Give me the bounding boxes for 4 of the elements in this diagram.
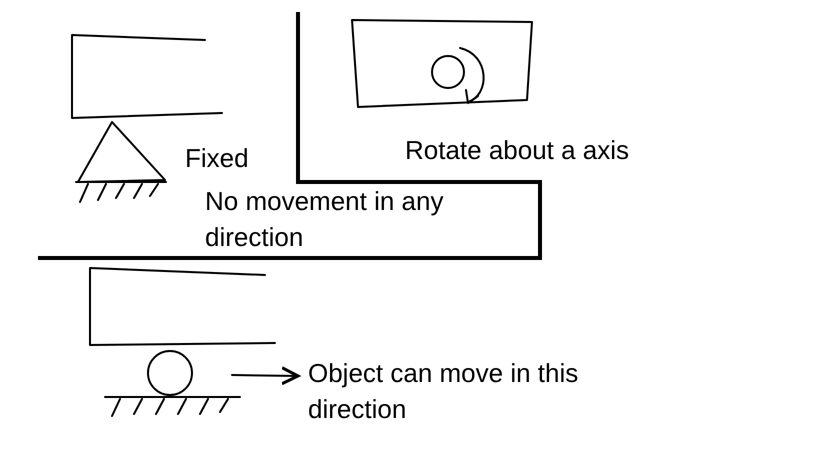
annotation-text: No movement in any direction: [205, 185, 444, 254]
annotation-text: Fixed: [185, 142, 250, 175]
annotation-text: Object can move in this direction: [308, 357, 580, 426]
annotation-text: Rotate about a axis: [405, 134, 630, 167]
